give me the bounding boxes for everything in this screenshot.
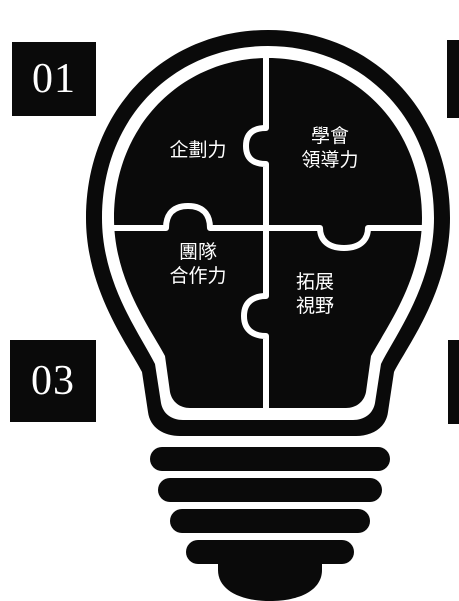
number-label-01: 01	[12, 42, 96, 116]
right-edge-marker-bottom	[448, 340, 459, 424]
base-ring-3	[170, 509, 370, 533]
vertical-seam-bottom	[241, 228, 269, 410]
piece-label-leadership: 學會 領導力	[280, 124, 380, 172]
right-edge-marker-top	[447, 40, 459, 118]
piece-label-teamwork-line-2: 合作力	[169, 265, 227, 287]
piece-label-vision-line-2: 視野	[295, 295, 334, 317]
piece-label-vision-line-1: 拓展	[295, 271, 334, 293]
base-ring-1	[150, 447, 390, 471]
bulb-base	[150, 447, 390, 601]
base-ring-4	[186, 540, 354, 564]
piece-label-vision: 拓展 視野	[270, 270, 360, 318]
piece-label-leadership-line-1: 學會	[310, 125, 349, 147]
vertical-seam-top	[243, 56, 269, 228]
base-tip	[218, 560, 322, 601]
base-ring-2	[158, 478, 382, 502]
piece-label-teamwork-line-1: 團隊	[178, 241, 217, 263]
horizontal-seam-right	[266, 225, 426, 251]
piece-label-leadership-line-2: 領導力	[301, 149, 359, 171]
horizontal-seam-left	[110, 203, 266, 231]
number-label-03: 03	[10, 340, 96, 422]
piece-label-planning: 企劃力	[150, 138, 246, 162]
piece-label-planning-line-1: 企劃力	[169, 139, 227, 161]
puzzle-seams	[110, 56, 426, 410]
piece-label-teamwork: 團隊 合作力	[150, 240, 246, 288]
